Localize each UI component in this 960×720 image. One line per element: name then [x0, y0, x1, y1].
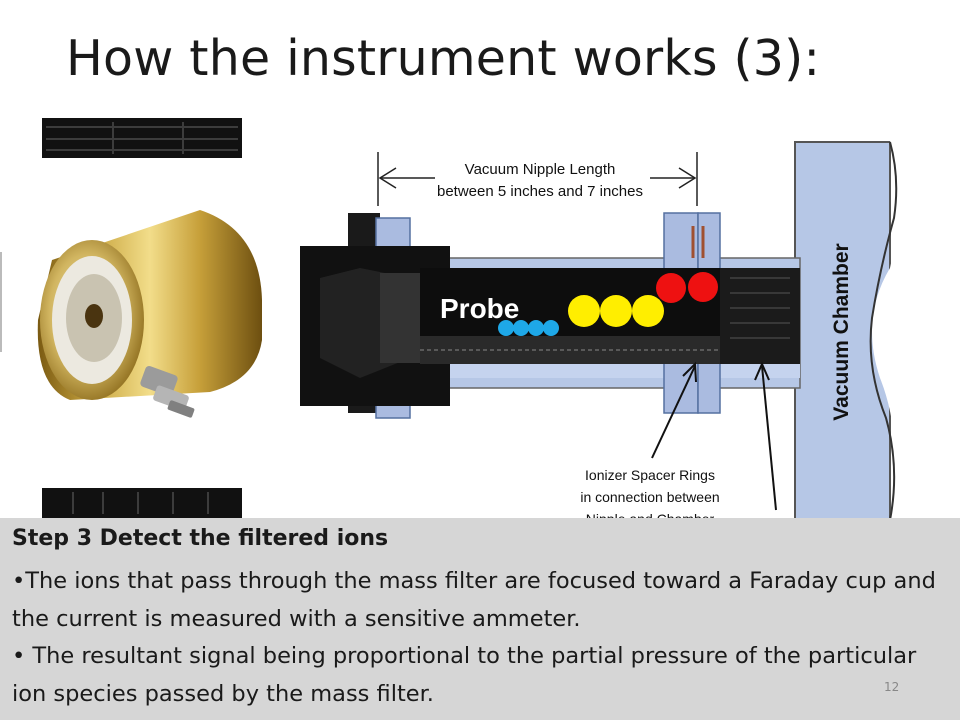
blue-ions [498, 320, 559, 336]
explanation-box [0, 518, 960, 720]
edge-mark [0, 252, 8, 352]
ionizer-label-line3: Nipple and Chamber [586, 511, 715, 520]
bullet-signal: • The resultant signal being proportiona… [12, 643, 917, 707]
ionizer-label-line1: Ionizer Spacer Rings [585, 467, 715, 483]
length-label-line1: Vacuum Nipple Length [465, 161, 616, 178]
photo-strip-bottom [42, 488, 242, 518]
step-title: Step 3 Detect the filtered ions [12, 526, 389, 551]
yellow-ions [568, 295, 664, 327]
slide-title: How the instrument works (3): [66, 30, 821, 87]
photo-strip-top [42, 118, 242, 158]
length-label-line2: between 5 inches and 7 inches [437, 183, 643, 200]
vacuum-chamber-label: Vacuum Chamber [830, 243, 853, 420]
instrument-diagram: Probe Vacuum Nipple Length between 5 inc… [300, 108, 960, 520]
probe-label: Probe [440, 293, 519, 324]
bullet-faraday-cup: •The ions that pass through the mass fil… [12, 568, 936, 632]
faraday-cup-image [37, 210, 263, 418]
red-ions [656, 272, 718, 303]
ionizer-label-line2: in connection between [580, 489, 719, 505]
page-number: 12 [884, 680, 900, 694]
